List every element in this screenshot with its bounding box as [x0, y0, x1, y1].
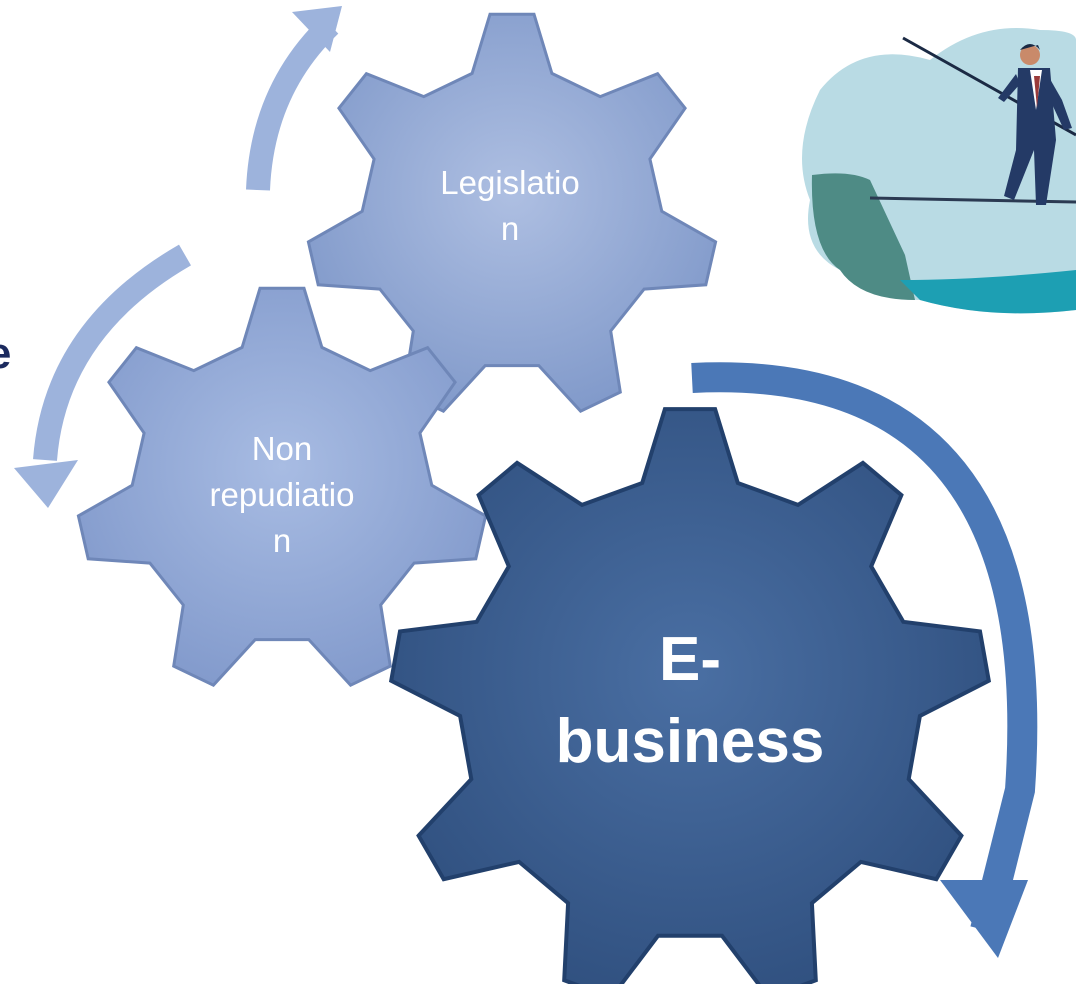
gear-legislation: Legislatio n: [306, 12, 718, 414]
gear-e-business: E- business: [388, 407, 992, 984]
gear-non-repudiation-label-line-3: n: [273, 522, 291, 559]
gear-e-business-label-line-1: E-: [659, 625, 721, 694]
arrow-e-business-icon: [691, 362, 1038, 958]
gear-non-repudiation-label-line-1: Non: [252, 430, 313, 467]
arrow-legislation-icon: [246, 6, 342, 191]
gear-non-repudiation: Non repudiatio n: [76, 286, 488, 688]
gear-non-repudiation-label-line-2: repudiatio: [210, 476, 355, 513]
gear-legislation-label-line-1: Legislatio: [440, 164, 579, 201]
gear-legislation-label-line-2: n: [501, 210, 519, 247]
arrow-non-repudiation-icon: [14, 244, 192, 508]
partial-text: ue: [0, 332, 11, 376]
tightrope-walker-illustration: [802, 28, 1076, 314]
gear-e-business-label-line-2: business: [556, 707, 825, 776]
